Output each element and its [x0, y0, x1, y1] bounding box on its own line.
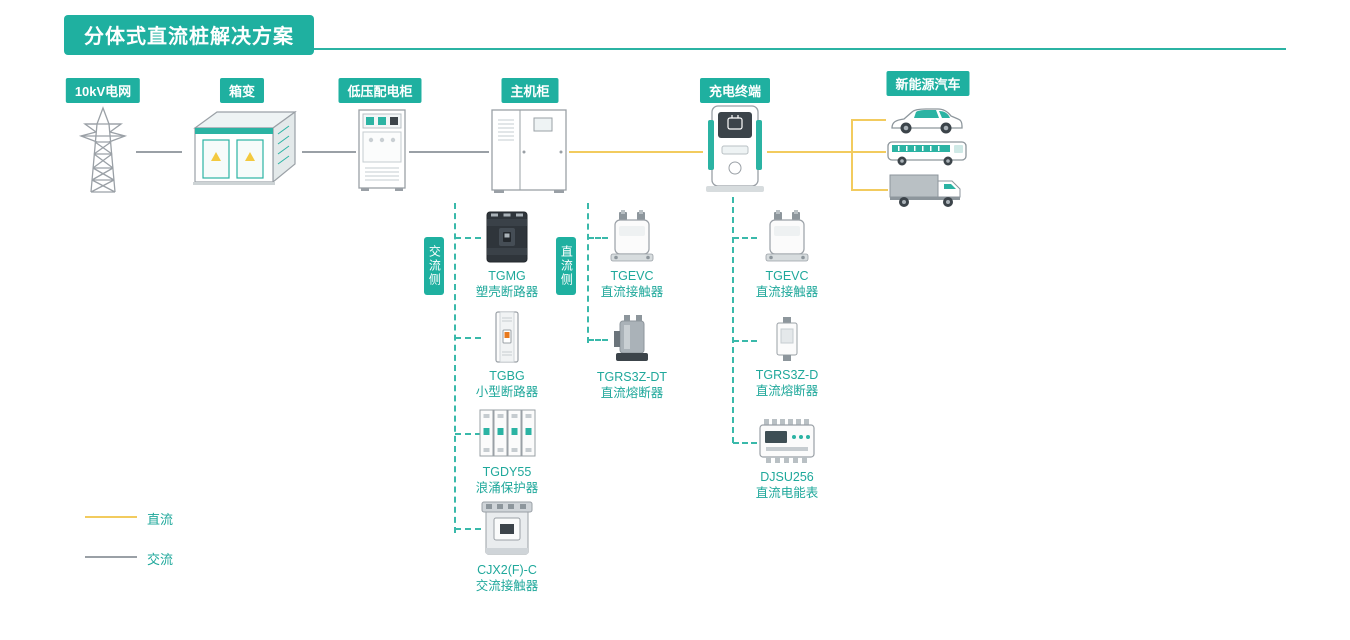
title-underline [64, 48, 1286, 50]
component-model: TGBG [489, 369, 525, 383]
node-label-grid: 10kV电网 [65, 78, 141, 103]
ac-side-badge: 交流侧 [424, 237, 445, 295]
dc-branch-vertical [851, 119, 853, 191]
ac-connector-3 [409, 151, 489, 153]
component-tgevc-terminal: TGEVC 直流接触器 [732, 210, 842, 301]
dc-stub-tgevc [588, 237, 608, 239]
component-name: 直流接触器 [600, 285, 664, 300]
dc-connector-2 [767, 151, 852, 153]
legend-dc-label: 直流 [147, 512, 174, 527]
cjx2-contactor-icon [481, 501, 533, 555]
component-name: 小型断路器 [475, 385, 539, 400]
bus-icon [887, 141, 967, 166]
ac-stub-tgdy55 [455, 433, 481, 435]
terminal-stub-tgrs3zd [733, 340, 757, 342]
node-label-ev: 新能源汽车 [886, 71, 970, 96]
ac-stub-cjx2 [455, 528, 481, 530]
legend-ac-label: 交流 [147, 552, 174, 567]
main-cabinet-icon [491, 109, 567, 193]
dc-stub-tgrs3zdt [588, 339, 608, 341]
component-cjx2: CJX2(F)-C 交流接触器 [452, 500, 562, 595]
component-name: 直流熔断器 [755, 384, 819, 399]
legend-dc-line [85, 516, 137, 518]
power-tower-icon [78, 106, 128, 193]
lv-distribution-cabinet-icon [358, 109, 406, 191]
djsu256-meter-icon [759, 419, 815, 463]
component-model: TGDY55 [482, 465, 532, 479]
component-model: TGRS3Z-D [755, 368, 819, 382]
component-tgdy55: TGDY55 浪涌保护器 [452, 406, 562, 497]
node-label-charging-terminal: 充电终端 [699, 78, 771, 103]
terminal-stub-tgevc [733, 237, 757, 239]
ac-stub-tgmg [455, 237, 481, 239]
dc-side-dashed-line [587, 203, 589, 343]
node-label-main-cabinet: 主机柜 [501, 78, 559, 103]
box-transformer-icon [193, 110, 297, 185]
tgrs3z-d-fuse-icon [776, 317, 798, 361]
component-name: 直流电能表 [755, 486, 819, 501]
component-djsu256: DJSU256 直流电能表 [732, 417, 842, 502]
component-model: CJX2(F)-C [477, 563, 537, 577]
component-name: 交流接触器 [475, 579, 539, 594]
ac-connector-2 [302, 151, 356, 153]
component-name: 直流熔断器 [600, 386, 664, 401]
page-title: 分体式直流桩解决方案 [64, 15, 314, 55]
dc-side-badge: 直流侧 [556, 237, 577, 295]
tgdy55-spd-icon [479, 409, 536, 457]
component-tgrs3z-d: TGRS3Z-D 直流熔断器 [732, 315, 842, 400]
component-tgbg: TGBG 小型断路器 [452, 310, 562, 401]
truck-icon [889, 174, 961, 207]
dc-branch-bus [851, 151, 886, 153]
tgevc-contactor-icon [610, 210, 654, 262]
dc-branch-truck [851, 189, 888, 191]
ac-stub-tgbg [455, 337, 481, 339]
component-model: DJSU256 [760, 470, 814, 484]
component-model: TGEVC [610, 269, 654, 283]
tgmg-mccb-icon [486, 211, 528, 263]
ac-connector-1 [136, 151, 182, 153]
terminal-stub-djsu256 [733, 442, 757, 444]
component-tgrs3z-dt: TGRS3Z-DT 直流熔断器 [577, 313, 687, 402]
component-name: 浪涌保护器 [475, 481, 539, 496]
ac-side-dashed-line [454, 203, 456, 533]
node-label-box-transformer: 箱变 [219, 78, 265, 103]
component-model: TGEVC [765, 269, 809, 283]
component-name: 塑壳断路器 [475, 285, 539, 300]
dc-branch-car [851, 119, 886, 121]
component-name: 直流接触器 [755, 285, 819, 300]
tgevc-contactor-icon [765, 210, 809, 262]
legend-ac-line [85, 556, 137, 558]
component-tgevc-main: TGEVC 直流接触器 [577, 210, 687, 301]
node-label-lv-cabinet: 低压配电柜 [338, 78, 422, 103]
charging-terminal-icon [706, 105, 764, 192]
tgbg-mcb-icon [495, 311, 519, 363]
terminal-dashed-line [732, 197, 734, 443]
component-model: TGRS3Z-DT [596, 370, 668, 384]
dc-connector-1 [569, 151, 703, 153]
tgrs3z-dt-fuse-icon [614, 315, 648, 361]
component-model: TGMG [488, 269, 526, 283]
car-icon [891, 108, 963, 134]
component-tgmg: TGMG 塑壳断路器 [452, 210, 562, 301]
